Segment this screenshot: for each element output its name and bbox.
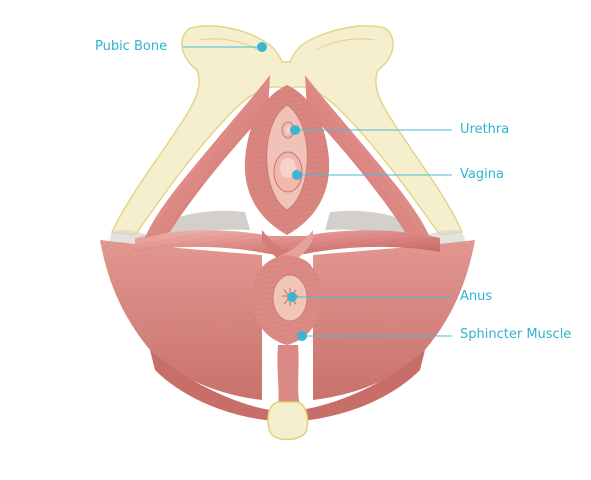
label-sphincter-muscle: Sphincter Muscle: [460, 327, 571, 343]
coccyx-bone: [268, 402, 308, 440]
label-pubic-bone: Pubic Bone: [95, 39, 167, 55]
anococcygeal-ligament: [277, 345, 300, 405]
label-urethra: Urethra: [460, 122, 509, 138]
anal-sphincter-muscle: [252, 255, 322, 345]
label-vagina: Vagina: [460, 167, 504, 183]
label-anus: Anus: [460, 289, 492, 305]
